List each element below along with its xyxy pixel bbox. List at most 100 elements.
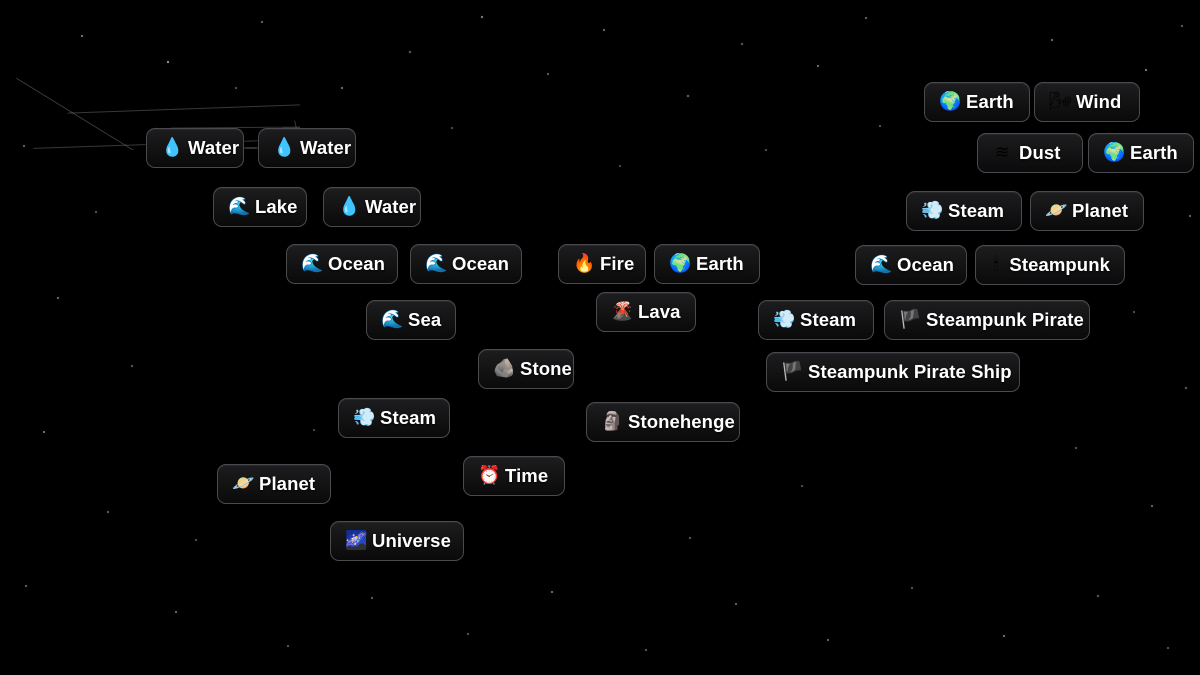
star-dot [1133, 311, 1135, 313]
element-node-steam[interactable]: 💨Steam [906, 191, 1022, 231]
star-dot [550, 590, 554, 594]
ocean-wave-icon: 🌊 [381, 309, 404, 330]
galaxy-icon: 🌌 [345, 530, 368, 551]
element-node-steampunk-pirate-ship[interactable]: 🏴Steampunk Pirate Ship [766, 352, 1020, 392]
ocean-wave-icon: 🌊 [228, 196, 251, 217]
element-node-sea[interactable]: 🌊Sea [366, 300, 456, 340]
element-node-time[interactable]: ⏰Time [463, 456, 565, 496]
element-node-steam[interactable]: 💨Steam [338, 398, 450, 438]
element-node-label: Earth [696, 253, 744, 274]
water-drop-icon: 💧 [161, 137, 184, 158]
element-node-label: Earth [966, 91, 1014, 112]
element-node-label: Earth [1130, 142, 1178, 163]
star-dot [911, 587, 913, 589]
background-link-web [7, 61, 1178, 562]
element-node-water[interactable]: 💧Water [146, 128, 244, 168]
element-node-wind[interactable]: 🌬Wind [1034, 82, 1140, 122]
star-dot [313, 429, 315, 431]
element-node-steampunk-pirate[interactable]: 🏴Steampunk Pirate [884, 300, 1090, 340]
star-dot [1075, 447, 1077, 449]
element-node-label: Steam [800, 309, 857, 330]
star-dot [131, 365, 133, 367]
star-dot [56, 296, 60, 300]
element-node-label: Ocean [328, 253, 386, 274]
star-dot [1051, 39, 1053, 41]
star-dot [25, 585, 27, 587]
element-node-label: Wind [1076, 91, 1122, 112]
element-node-label: Steampunk Pirate [926, 309, 1084, 330]
star-dot [195, 539, 197, 541]
waves-icon: ≋ [994, 142, 1010, 163]
star-dot [107, 511, 109, 513]
element-node-steam[interactable]: 💨Steam [758, 300, 874, 340]
element-node-label: Planet [1072, 200, 1129, 221]
pirate-flag-icon: 🏴 [781, 361, 804, 382]
element-node-earth[interactable]: 🌍Earth [654, 244, 760, 284]
element-node-ocean[interactable]: 🌊Ocean [410, 244, 522, 284]
star-dot [686, 94, 690, 98]
star-dot [371, 597, 373, 599]
star-dot [816, 64, 820, 68]
water-drop-icon: 💧 [273, 137, 296, 158]
star-dot [645, 649, 647, 651]
background-web-line [67, 97, 488, 114]
element-node-label: Steampunk Pirate Ship [808, 361, 1012, 382]
star-dot [1188, 214, 1192, 218]
element-node-stone[interactable]: 🪨Stone [478, 349, 574, 389]
element-node-water[interactable]: 💧Water [323, 187, 421, 227]
dash-wind-icon: 💨 [921, 200, 944, 221]
moai-icon: 🗿 [601, 411, 624, 432]
element-node-dust[interactable]: ≋ Dust [977, 133, 1083, 173]
element-node-label: Fire [600, 253, 635, 274]
element-node-universe[interactable]: 🌌Universe [330, 521, 464, 561]
star-dot [1144, 68, 1148, 72]
element-node-steampunk[interactable]: 🕯 Steampunk [975, 245, 1125, 285]
element-node-label: Water [188, 137, 240, 158]
star-dot [1181, 25, 1183, 27]
element-node-label: Dust [1019, 142, 1061, 163]
element-node-earth[interactable]: 🌍Earth [1088, 133, 1194, 173]
element-node-label: Universe [372, 530, 451, 551]
ringed-planet-icon: 🪐 [1045, 200, 1068, 221]
element-node-ocean[interactable]: 🌊Ocean [855, 245, 967, 285]
earth-globe-icon: 🌍 [669, 253, 692, 274]
element-node-label: Planet [259, 473, 316, 494]
star-dot [95, 211, 97, 213]
candle-icon: 🕯 [993, 254, 999, 275]
rock-icon: 🪨 [493, 358, 516, 379]
earth-globe-icon: 🌍 [1103, 142, 1126, 163]
element-node-water[interactable]: 💧Water [258, 128, 356, 168]
star-dot [619, 165, 621, 167]
element-node-planet[interactable]: 🪐Planet [1030, 191, 1144, 231]
star-dot [1150, 504, 1154, 508]
element-node-planet[interactable]: 🪐Planet [217, 464, 331, 504]
element-node-stonehenge[interactable]: 🗿Stonehenge [586, 402, 740, 442]
ocean-wave-icon: 🌊 [301, 253, 324, 274]
element-node-lava[interactable]: 🌋Lava [596, 292, 696, 332]
star-dot [826, 638, 830, 642]
element-node-label: Steampunk [1009, 254, 1110, 275]
element-node-label: Time [505, 465, 549, 486]
star-dot [1167, 647, 1169, 649]
element-node-label: Water [365, 196, 417, 217]
star-dot [735, 603, 737, 605]
star-dot [865, 17, 867, 19]
element-node-earth[interactable]: 🌍Earth [924, 82, 1030, 122]
star-dot [1185, 387, 1187, 389]
star-dot [741, 43, 743, 45]
element-node-ocean[interactable]: 🌊Ocean [286, 244, 398, 284]
alarm-clock-icon: ⏰ [478, 465, 501, 486]
dash-wind-icon: 💨 [353, 407, 376, 428]
element-node-fire[interactable]: 🔥Fire [558, 244, 646, 284]
star-dot [287, 645, 289, 647]
element-node-label: Sea [408, 309, 442, 330]
star-dot [1002, 634, 1006, 638]
ringed-planet-icon: 🪐 [232, 473, 255, 494]
element-node-lake[interactable]: 🌊Lake [213, 187, 307, 227]
earth-globe-icon: 🌍 [939, 91, 962, 112]
element-node-label: Steam [948, 200, 1005, 221]
star-dot [879, 125, 881, 127]
star-dot [174, 610, 178, 614]
fire-icon: 🔥 [573, 253, 596, 274]
